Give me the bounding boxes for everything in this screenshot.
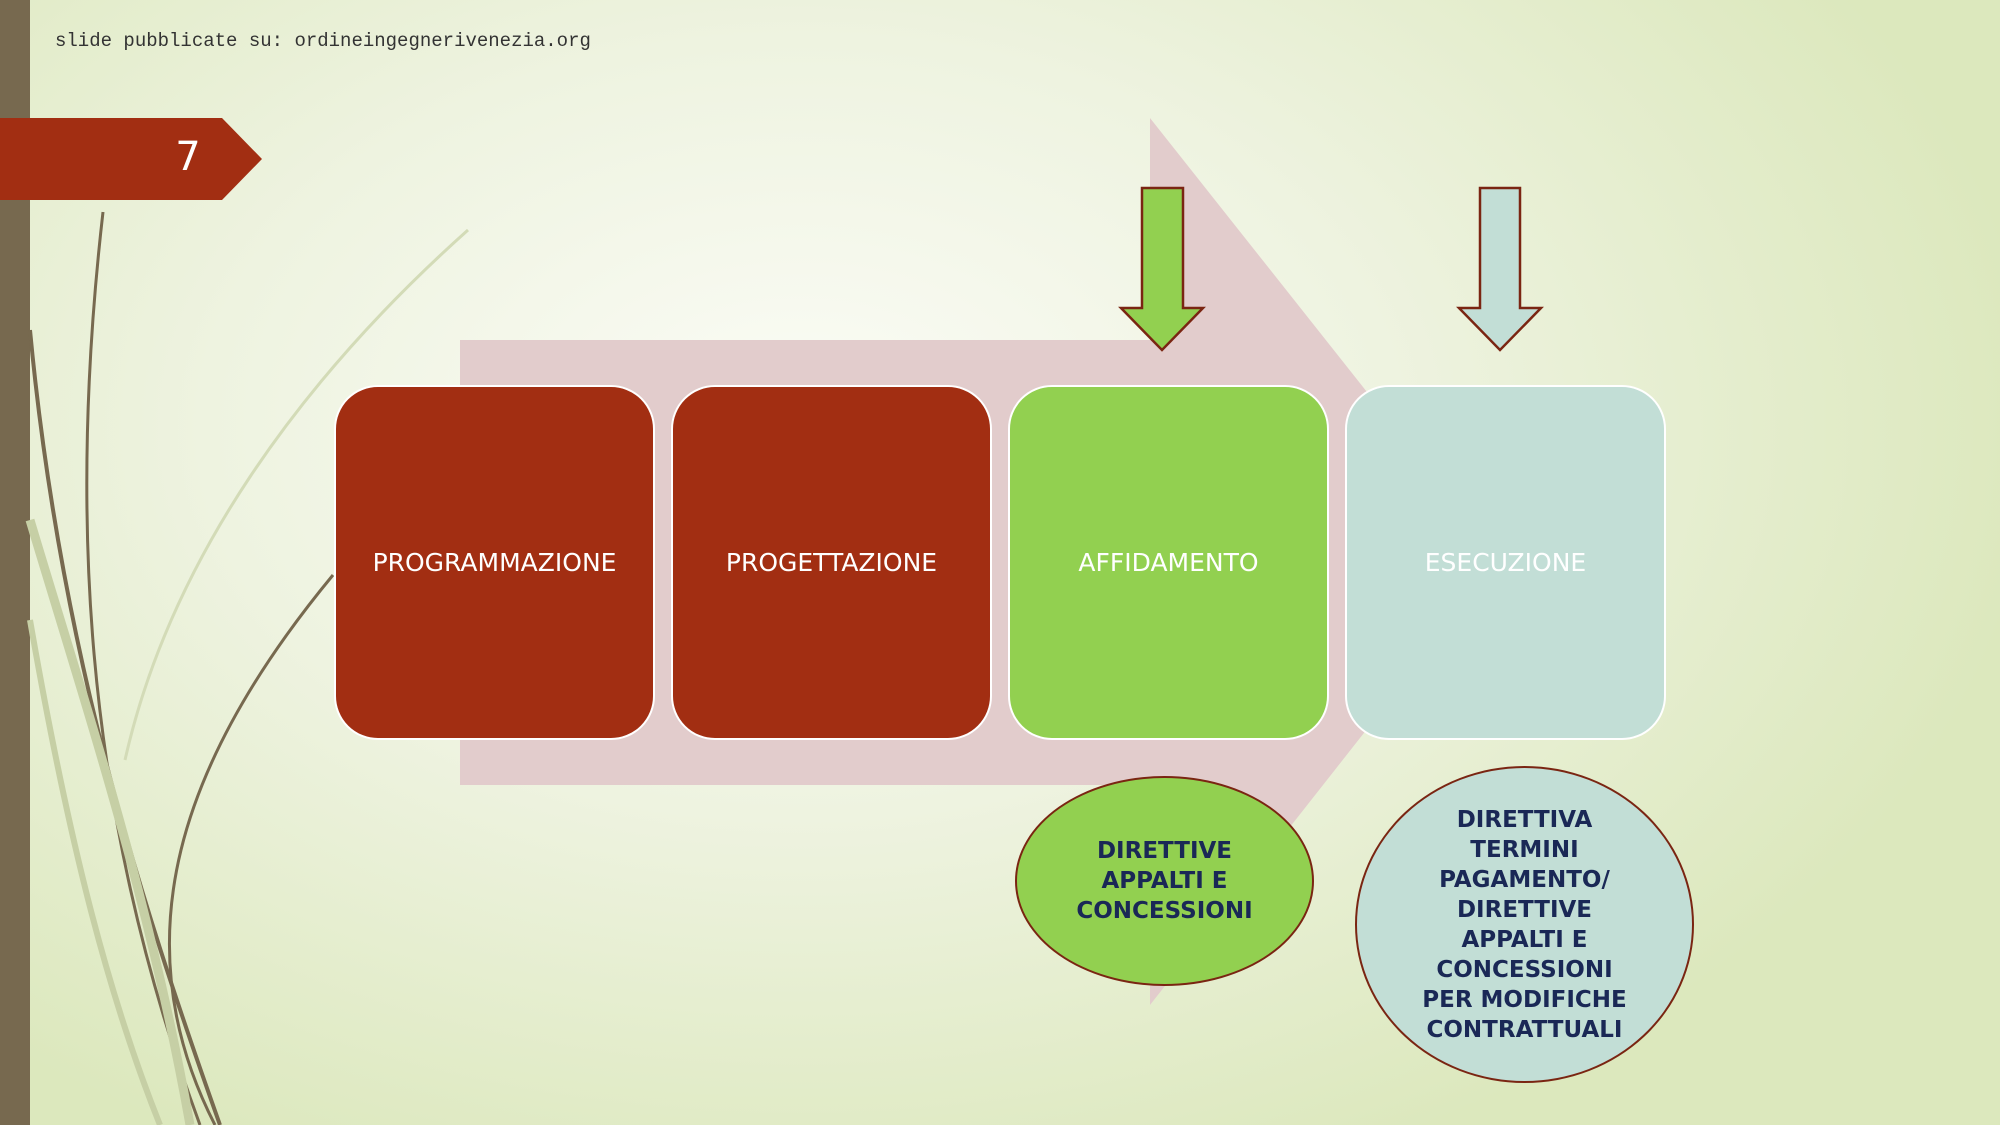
source-note: slide pubblicate su: ordineingegnerivene…: [55, 30, 591, 52]
step-label: PROGRAMMAZIONE: [372, 548, 617, 577]
affidamento-down-arrow: [1118, 186, 1206, 352]
step-label: PROGETTAZIONE: [725, 548, 938, 577]
step-label: ESECUZIONE: [1424, 548, 1587, 577]
step-affidamento: AFFIDAMENTO: [1008, 385, 1329, 740]
step-label: AFFIDAMENTO: [1078, 548, 1259, 577]
note-text: DIRETTIVE APPALTI E CONCESSIONI: [1076, 838, 1253, 924]
step-programmazione: PROGRAMMAZIONE: [334, 385, 655, 740]
note-text: DIRETTIVA TERMINI PAGAMENTO/ DIRETTIVE A…: [1422, 806, 1627, 1043]
esecuzione-down-arrow: [1456, 186, 1544, 352]
step-progettazione: PROGETTAZIONE: [671, 385, 992, 740]
note-direttive-appalti: DIRETTIVE APPALTI E CONCESSIONI: [1015, 776, 1314, 986]
step-esecuzione: ESECUZIONE: [1345, 385, 1666, 740]
slide-number-tag: [0, 118, 262, 200]
slide-number: 7: [175, 134, 201, 180]
note-direttiva-termini: DIRETTIVA TERMINI PAGAMENTO/ DIRETTIVE A…: [1355, 766, 1694, 1083]
